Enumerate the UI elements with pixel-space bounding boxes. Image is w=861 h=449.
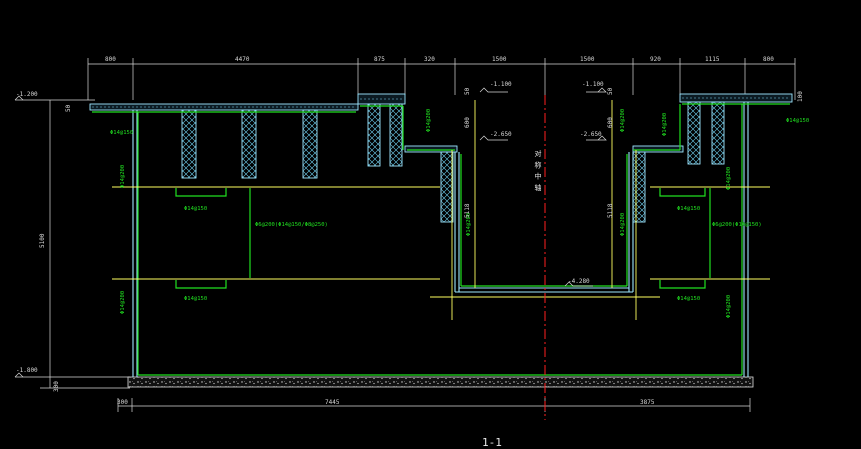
elev-left-top: -1.200 [16, 91, 38, 98]
dim-left-height: 5100 [39, 233, 46, 248]
bottom-dimension-chain: 300 7445 3875 [117, 398, 751, 412]
left-columns [181, 103, 454, 223]
dim-top-6: 920 [650, 56, 661, 63]
column-1 [181, 109, 197, 179]
dim-bottom-2: 3875 [640, 399, 655, 406]
label-rebar-right-wall-2: Φ14@200 [726, 295, 732, 318]
column-r2 [711, 101, 725, 165]
dim-top-5: 1500 [580, 56, 595, 63]
elev-top-mid-left: -1.100 [490, 81, 512, 88]
label-rebar-pit-r: Φ14@200 [620, 213, 626, 236]
outer-walls [132, 100, 749, 377]
dim-600-b: 600 [607, 117, 614, 128]
label-rebar-right-slab-2: Φ14@150 [677, 296, 700, 302]
dim-top-8: 800 [763, 56, 774, 63]
dim-left-base: 300 [53, 381, 60, 392]
dim-bottom-1: 7445 [325, 399, 340, 406]
rebar-labels: Φ14@150 Φ14@200 Φ14@200 Φ14@150 Φ14@150 … [110, 109, 809, 318]
label-rebar-pit-l: Φ14@200 [466, 213, 472, 236]
rebar-lines [92, 103, 790, 376]
center-note: 对 称 中 轴 [534, 149, 542, 192]
elev-mid-left: -2.650 [490, 131, 512, 138]
column-2 [241, 109, 257, 179]
elev-top-mid-right: -1.100 [582, 81, 604, 88]
dim-pit-h2: 5118 [607, 203, 614, 218]
dim-50-left: 50 [65, 104, 72, 112]
label-rebar-step-r: Φ14@200 [620, 109, 626, 132]
dim-top-1: 4470 [235, 56, 250, 63]
label-rebar-mid-note: Φ6@200(Φ14@150/Φ8@250) [255, 222, 328, 228]
label-rebar-mid-b: Φ14@150 [184, 296, 207, 302]
dim-top-7: 1115 [705, 56, 720, 63]
pit-dimensions: 50 50 600 600 5118 5118 100 [464, 87, 804, 218]
dim-top-2: 875 [374, 56, 385, 63]
dim-50-a: 50 [464, 87, 471, 95]
dim-top-4: 1500 [492, 56, 507, 63]
distribution-bars [112, 100, 770, 320]
label-rebar-wall-left-2: Φ14@200 [120, 291, 126, 314]
dim-top-0: 800 [105, 56, 116, 63]
column-5 [389, 103, 403, 167]
dim-100: 100 [797, 91, 804, 102]
foundation-slab [127, 376, 754, 388]
elev-mid-right: -2.650 [580, 131, 602, 138]
top-dimension-chain: 800 4470 875 320 1500 1500 920 1115 800 [87, 56, 796, 100]
label-rebar-right-slab: Φ14@150 [677, 206, 700, 212]
column-4 [367, 103, 381, 167]
dim-pit-h: 5118 [464, 203, 471, 218]
dim-bottom-0: 300 [117, 399, 128, 406]
label-rebar-slab-1: Φ14@150 [110, 130, 133, 136]
column-3 [302, 109, 318, 179]
label-rebar-wall-left: Φ14@200 [120, 165, 126, 188]
dim-top-3: 320 [424, 56, 435, 63]
label-rebar-mid-note-r: Φ6@200(Φ14@150) [712, 222, 762, 228]
elev-pit-bottom: -4.280 [568, 278, 590, 285]
label-rebar-step-l: Φ14@200 [426, 109, 432, 132]
right-top-slab [632, 93, 793, 223]
label-rebar-right-wall: Φ14@200 [726, 167, 732, 190]
left-dimension-chain: 5100 300 -1.200 -1.800 50 [14, 91, 130, 392]
dim-50-b: 50 [607, 87, 614, 95]
central-pit [454, 152, 634, 293]
label-rebar-mid-a: Φ14@150 [184, 206, 207, 212]
left-top-slab [89, 93, 458, 153]
section-title: 1-1 [482, 436, 502, 449]
elev-left-bottom: -1.800 [16, 367, 38, 374]
dim-600-a: 600 [464, 117, 471, 128]
column-6 [440, 151, 454, 223]
label-rebar-col-r: Φ14@200 [662, 113, 668, 136]
column-r1 [687, 101, 701, 165]
elevation-markers: -1.100 -1.100 -2.650 -2.650 -4.280 [479, 81, 607, 287]
label-rebar-top-right: Φ14@150 [786, 118, 809, 124]
column-r3 [632, 151, 646, 223]
